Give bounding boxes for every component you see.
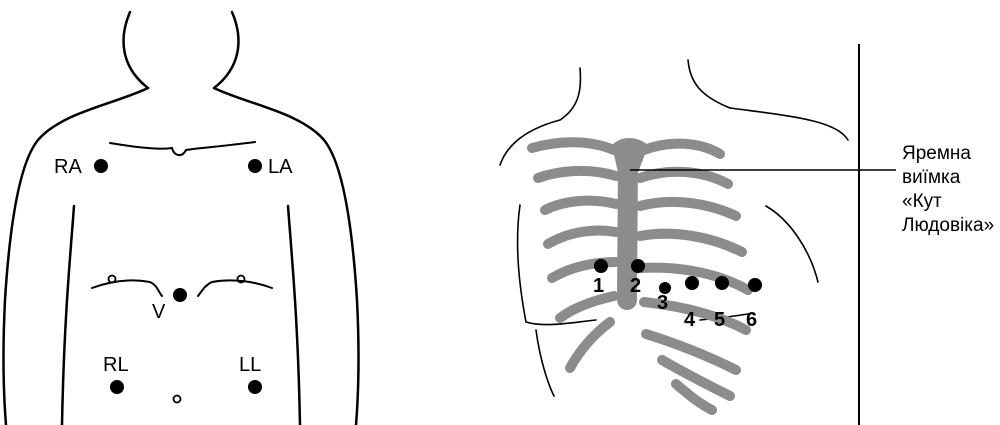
annotation-line-4: Людовіка» — [902, 214, 998, 238]
rib-right-7 — [646, 334, 736, 370]
label-1: 1 — [593, 275, 604, 297]
label-rl: RL — [103, 354, 129, 376]
rib-left-2 — [538, 171, 616, 178]
label-v: V — [152, 301, 166, 323]
rib-left-6 — [560, 296, 614, 318]
chest-right-arm — [766, 206, 818, 282]
rib-right-3 — [640, 202, 736, 216]
electrode-ll — [248, 380, 262, 394]
rib-left-1 — [532, 142, 614, 150]
electrode-v6 — [748, 278, 762, 292]
chest-left-lower-side — [536, 330, 554, 396]
rib-right-4 — [640, 234, 742, 252]
neck-right-line — [214, 12, 238, 88]
left-torso — [3, 12, 358, 425]
electrode-v — [173, 288, 187, 302]
label-ll: LL — [239, 354, 261, 376]
electrode-ra — [94, 159, 108, 173]
limb-labels: RA LA V RL LL — [54, 156, 293, 376]
label-6: 6 — [746, 309, 757, 331]
manubrium — [614, 140, 646, 172]
sternum — [627, 160, 628, 300]
clavicle-line — [110, 142, 255, 155]
electrode-v4 — [685, 276, 699, 290]
rib-right-1 — [644, 144, 720, 154]
right-torso-side — [288, 206, 300, 425]
neck-left-line — [124, 12, 148, 88]
electrode-v2 — [631, 259, 645, 273]
label-5: 5 — [714, 309, 725, 331]
navel-mark — [174, 396, 181, 403]
left-torso-side — [62, 206, 74, 425]
rib-left-3 — [545, 201, 616, 210]
rib-right-2 — [640, 172, 728, 184]
chest-neck-left — [560, 68, 580, 120]
angle-of-louis-annotation: Яремна виїмка «Кут Людовіка» — [902, 142, 998, 238]
rib-left-4 — [548, 231, 616, 245]
electrode-v5 — [715, 276, 729, 290]
chest-neck-right — [688, 60, 730, 108]
label-4: 4 — [684, 309, 696, 331]
annotation-line-1: Яремна — [902, 142, 998, 166]
electrode-v1 — [594, 259, 608, 273]
rib-left-7 — [570, 322, 610, 368]
label-3: 3 — [657, 292, 668, 314]
right-pectoral-line — [198, 280, 272, 296]
electrode-la — [248, 159, 262, 173]
right-shoulder-line — [214, 88, 359, 425]
label-ra: RA — [54, 156, 82, 178]
label-2: 2 — [630, 275, 641, 297]
chest-right-shoulder — [730, 108, 848, 140]
label-la: LA — [268, 156, 293, 178]
electrode-rl — [110, 380, 124, 394]
annotation-line-2: виїмка — [902, 166, 998, 190]
annotation-line-3: «Кут — [902, 190, 998, 214]
left-pectoral-line — [92, 280, 162, 296]
